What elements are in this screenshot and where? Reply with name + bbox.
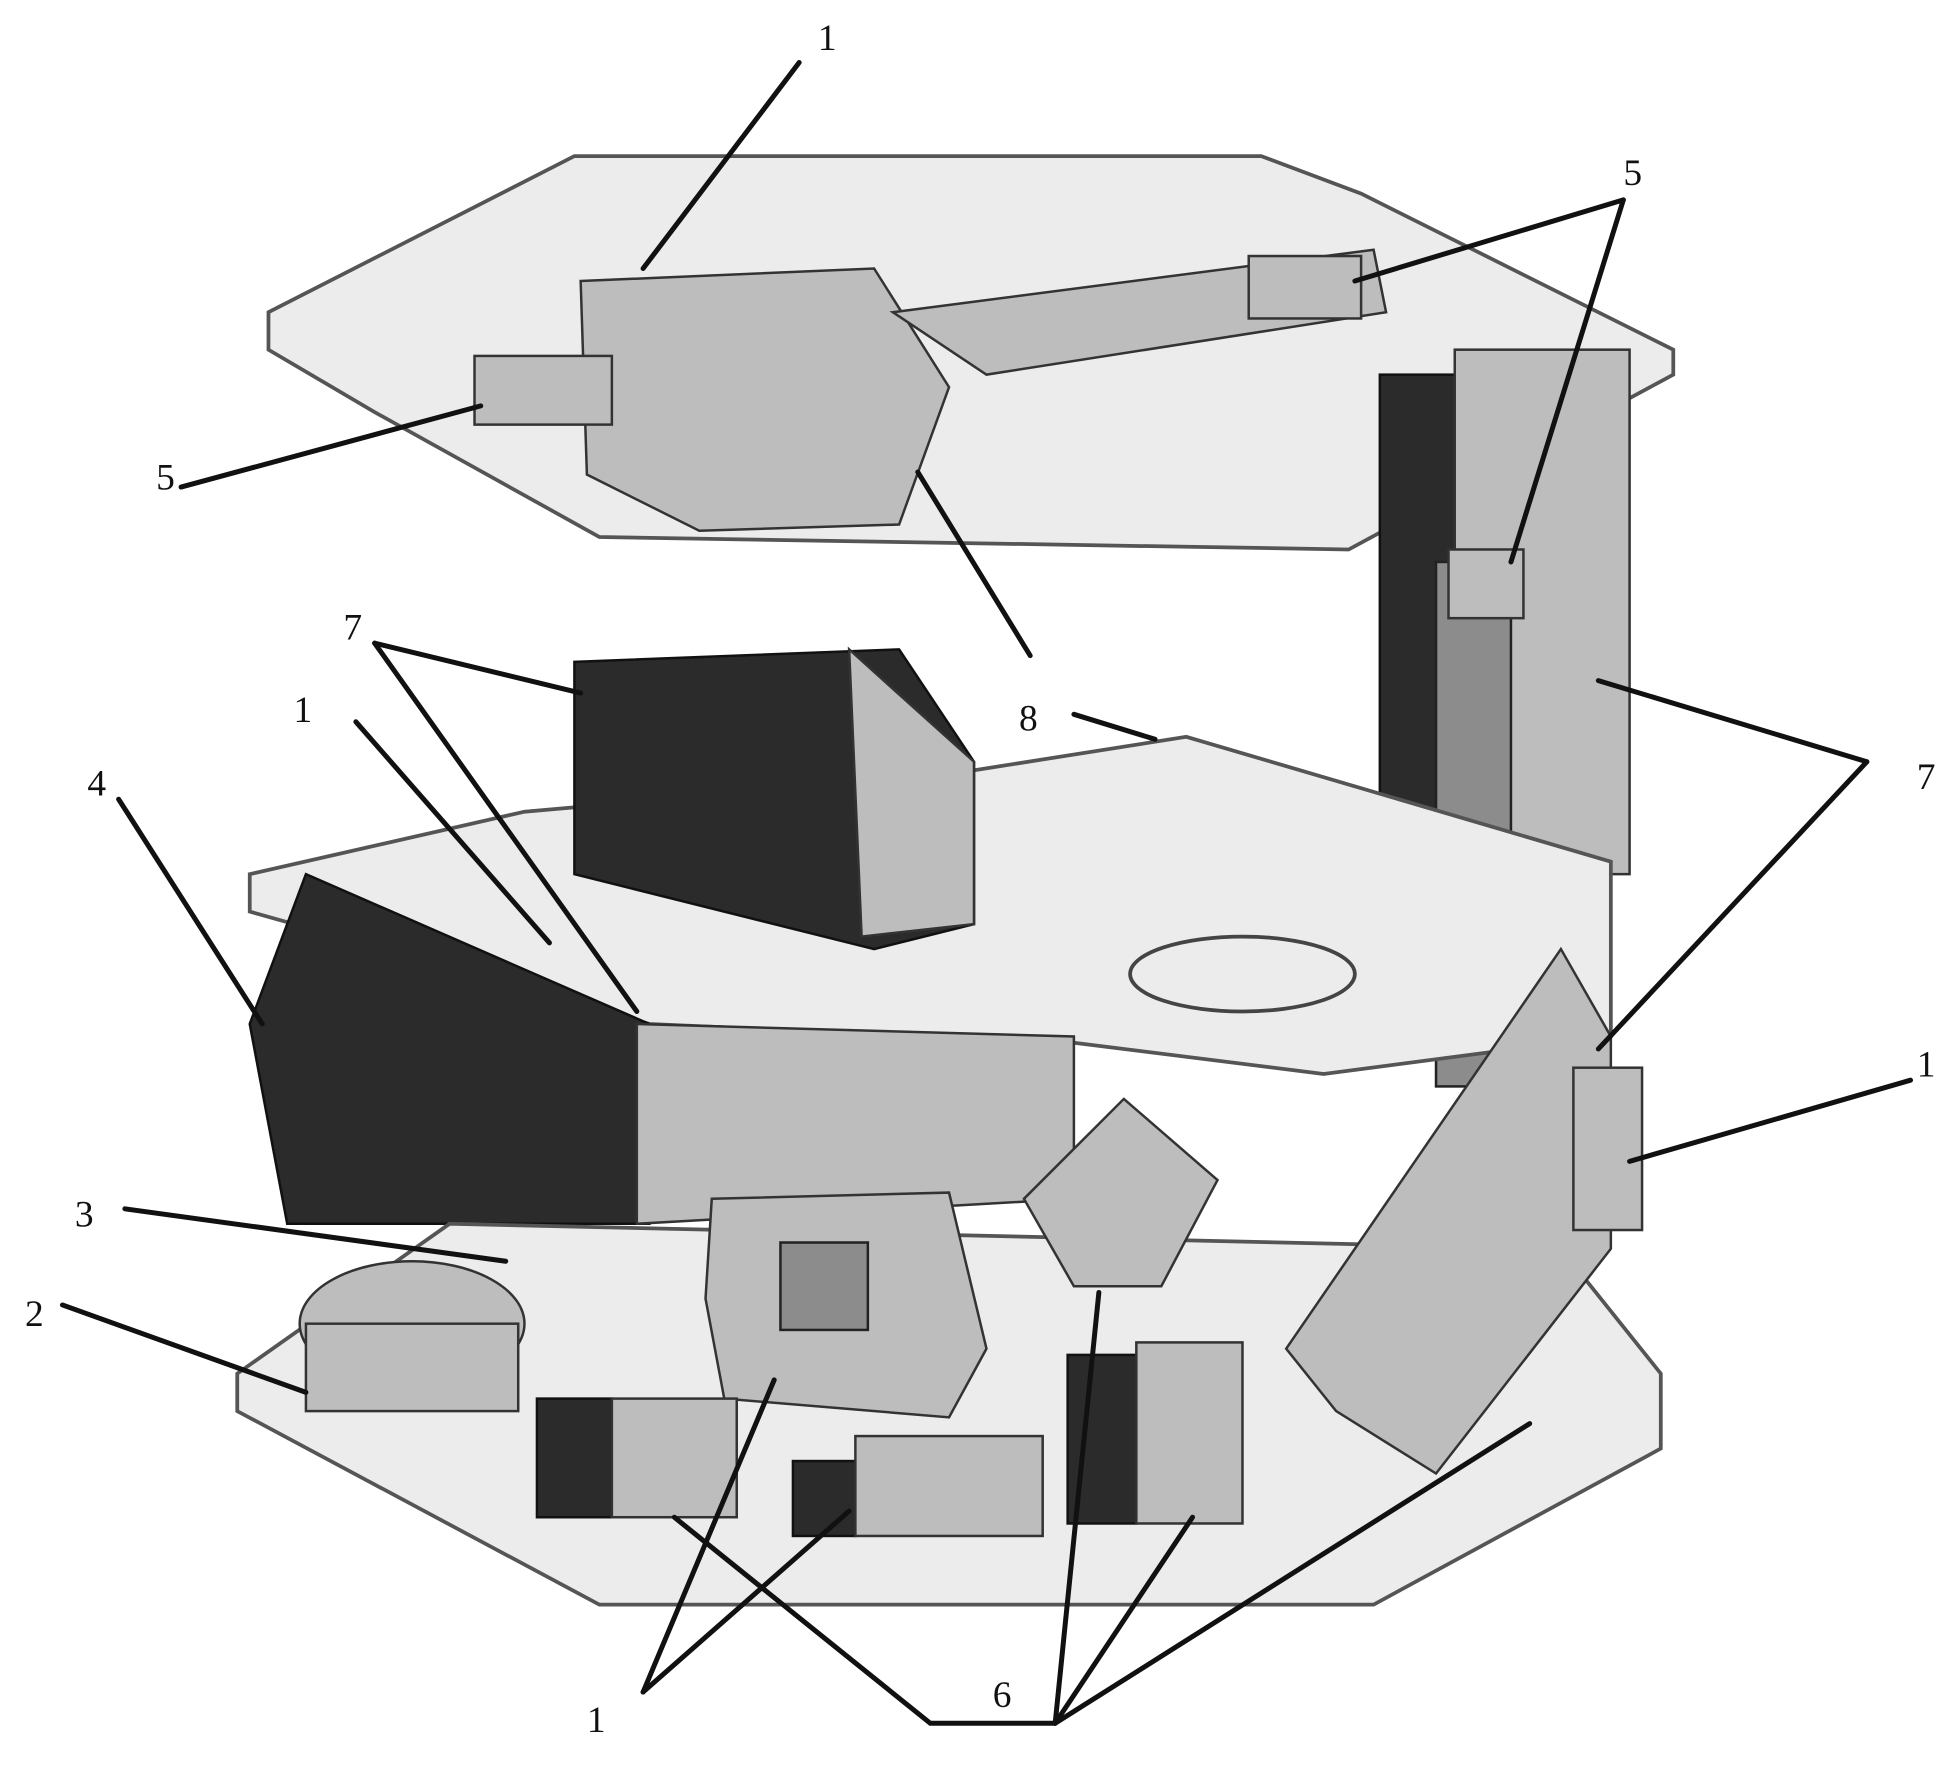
label-1-top: 1: [818, 18, 837, 59]
label-1-left: 1: [293, 690, 312, 731]
middle-plate: [247, 646, 1613, 1226]
label-2-left: 2: [25, 1294, 44, 1335]
label-7-left: 7: [343, 607, 362, 648]
leader-lines: [59, 59, 1914, 1726]
label-6-bottom: 6: [993, 1675, 1012, 1716]
bottom-plate: [235, 946, 1663, 1607]
label-8-center: 8: [1019, 699, 1038, 740]
label-5-left: 5: [156, 458, 175, 499]
label-3-left: 3: [75, 1194, 94, 1235]
label-5-top-right: 5: [1623, 153, 1642, 194]
label-4-left: 4: [87, 763, 106, 804]
label-1-right: 1: [1917, 1044, 1936, 1085]
label-7-right: 7: [1917, 757, 1936, 798]
label-1-bottom: 1: [587, 1700, 606, 1741]
top-plate: [266, 154, 1676, 552]
